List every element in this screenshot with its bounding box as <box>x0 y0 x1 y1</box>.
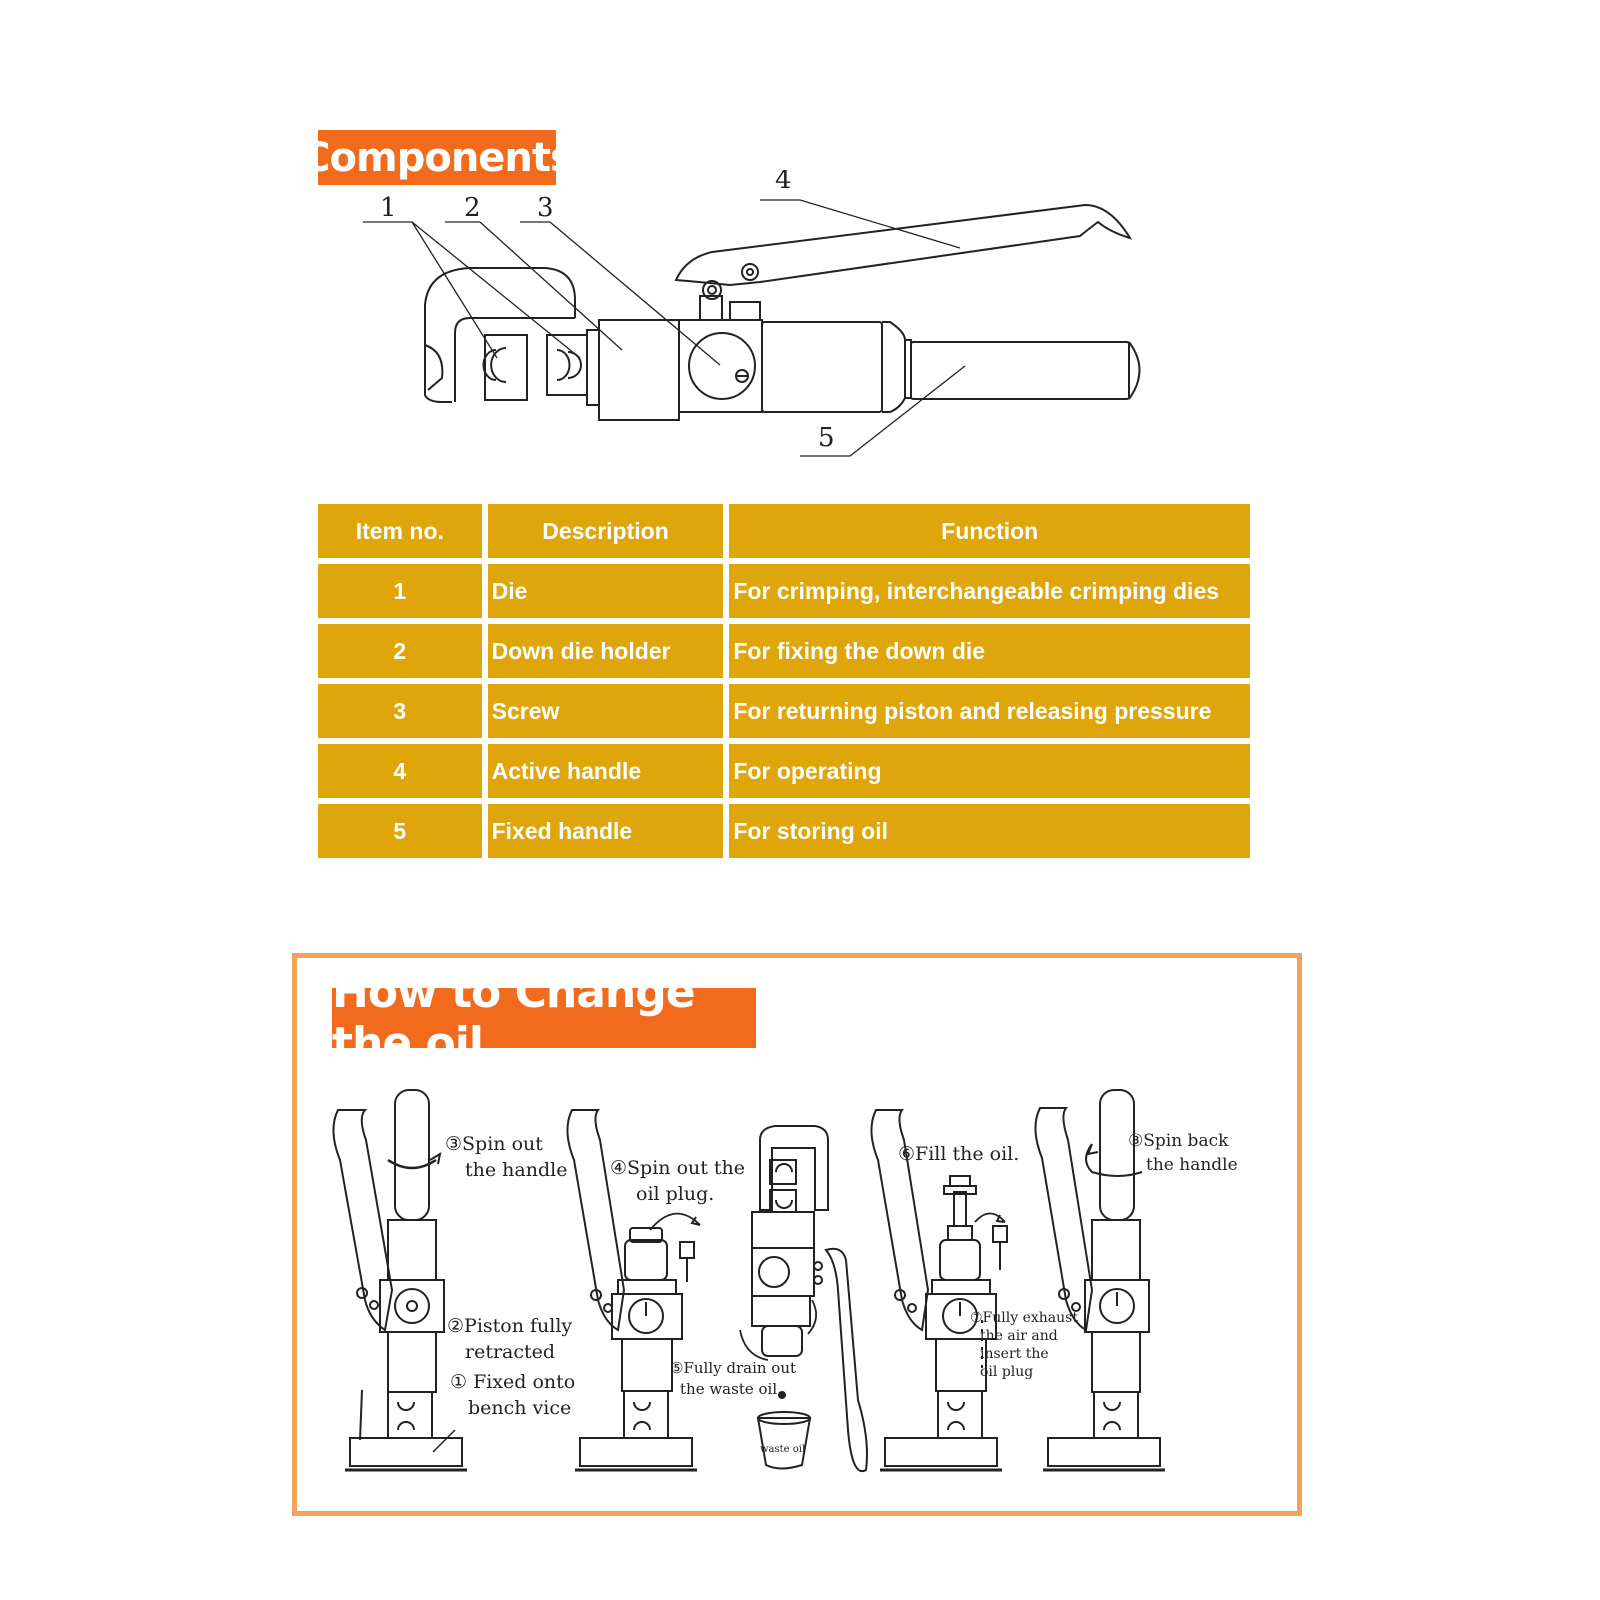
die-holder <box>598 319 680 421</box>
waste-oil-label: waste oil <box>760 1444 805 1455</box>
die-upper <box>484 334 528 401</box>
pivot-bolt <box>702 280 722 300</box>
cell-item: 5 <box>318 804 482 858</box>
cell-function: For fixing the down die <box>729 624 1250 678</box>
leader-lines <box>363 199 966 457</box>
components-table: Item no. Description Function 1 Die For … <box>312 498 1256 864</box>
oil-change-frame <box>292 953 1302 1516</box>
cell-description: Die <box>487 564 724 618</box>
figure-step-8 <box>1034 1089 1165 1472</box>
table-row: 1 Die For crimping, interchangeable crim… <box>318 564 1250 618</box>
table-row: 5 Fixed handle For storing oil <box>318 804 1250 858</box>
oil-reservoir <box>624 1239 668 1281</box>
release-screw <box>688 332 756 400</box>
handle-rod <box>394 1089 430 1221</box>
header-description: Description <box>487 504 724 558</box>
header-function: Function <box>729 504 1250 558</box>
table-row: 4 Active handle For operating <box>318 744 1250 798</box>
table-header-row: Item no. Description Function <box>318 504 1250 558</box>
cell-item: 1 <box>318 564 482 618</box>
cell-item: 4 <box>318 744 482 798</box>
table-row: 2 Down die holder For fixing the down di… <box>318 624 1250 678</box>
oil-funnel <box>953 1191 967 1227</box>
figure-step-4 <box>566 1109 701 1472</box>
oil-plug <box>679 1241 695 1259</box>
cell-function: For crimping, interchangeable crimping d… <box>729 564 1250 618</box>
active-handle <box>332 1109 394 1332</box>
crimping-tool-diagram: 1 2 3 4 5 <box>363 170 1141 457</box>
cell-description: Active handle <box>487 744 724 798</box>
fixed-handle <box>910 341 1130 400</box>
components-heading: Components <box>301 130 574 185</box>
callout-3: 3 <box>537 193 554 223</box>
waste-oil-cup <box>756 1417 812 1470</box>
cell-item: 3 <box>318 684 482 738</box>
step-6-label: ⑥Fill the oil. <box>898 1143 1019 1165</box>
table-row: 3 Screw For returning piston and releasi… <box>318 684 1250 738</box>
callout-1: 1 <box>380 193 397 223</box>
crimp-head <box>424 267 576 403</box>
cell-function: For returning piston and releasing press… <box>729 684 1250 738</box>
cell-item: 2 <box>318 624 482 678</box>
handle-down <box>824 1247 868 1473</box>
callout-5: 5 <box>818 423 835 453</box>
figure-steps-1-3 <box>332 1089 467 1472</box>
cell-description: Screw <box>487 684 724 738</box>
figure-steps-6-7 <box>870 1109 1008 1472</box>
cell-description: Down die holder <box>487 624 724 678</box>
cell-description: Fixed handle <box>487 804 724 858</box>
cell-function: For storing oil <box>729 804 1250 858</box>
callout-2: 2 <box>464 193 481 223</box>
cell-function: For operating <box>729 744 1250 798</box>
figure-step-5 <box>739 1125 868 1473</box>
oil-change-heading: How to Change the oil <box>332 967 756 1069</box>
active-handle <box>674 203 1133 287</box>
callout-4: 4 <box>775 170 792 195</box>
screw-dial <box>394 1288 430 1324</box>
cylinder <box>387 1219 437 1281</box>
header-item-no: Item no. <box>318 504 482 558</box>
